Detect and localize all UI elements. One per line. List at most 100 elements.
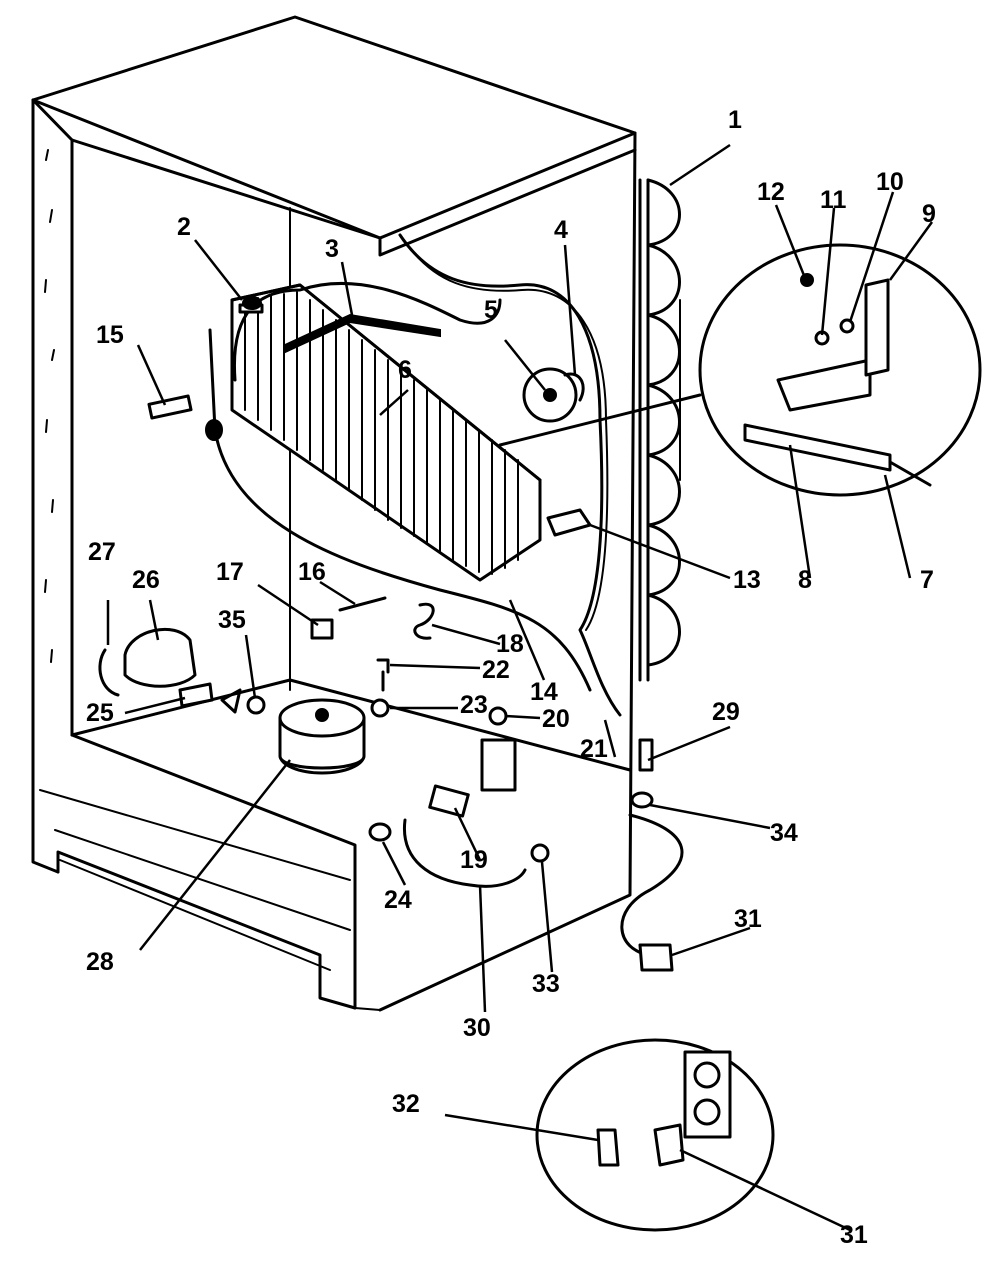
base-rail-3 (59, 859, 331, 971)
callout-8: 8 (798, 566, 812, 594)
callout-35: 35 (218, 606, 246, 634)
cabinet-back-top (378, 148, 637, 257)
condenser-tube (638, 178, 650, 682)
cord-clamp-icon (638, 738, 654, 772)
cabinet-top (31, 15, 637, 240)
receptacle-bottom (693, 1098, 721, 1126)
callout-28: 28 (86, 948, 114, 976)
compartment-front (70, 733, 357, 1010)
callout-29: 29 (712, 698, 740, 726)
overload-icon (220, 688, 242, 714)
callout-31-inset: 31 (840, 1221, 868, 1249)
callout-5: 5 (484, 296, 498, 324)
callout-10: 10 (876, 168, 904, 196)
plug-icon (653, 1123, 685, 1167)
callout-9: 9 (922, 200, 936, 228)
cord-clip-icon (630, 791, 654, 809)
pin-icon (888, 460, 932, 487)
inset-pointer (498, 393, 702, 447)
capacitor-icon (428, 784, 470, 818)
cabinet-inner-top (31, 98, 382, 240)
callout-21: 21 (580, 735, 608, 763)
fan-motor-hub (543, 388, 557, 402)
evaporator-assembly (205, 233, 622, 717)
callout-26: 26 (132, 566, 160, 594)
clamp-icon (98, 648, 120, 697)
callout-32: 32 (392, 1090, 420, 1118)
base-corner (354, 1007, 381, 1011)
accumulator (284, 313, 441, 354)
nut-10-icon (839, 318, 855, 334)
callout-18: 18 (496, 630, 524, 658)
cabinet (31, 15, 681, 1012)
callout-23: 23 (460, 691, 488, 719)
l-bracket-upright (864, 278, 890, 377)
leader-lines (106, 143, 934, 1232)
callout-3: 3 (325, 235, 339, 263)
power-cord (620, 813, 684, 957)
callout-33: 33 (532, 970, 560, 998)
wall-texture (44, 149, 55, 663)
plug-icon (638, 943, 674, 972)
receptacle-top (693, 1061, 721, 1089)
washer-24-icon (368, 822, 392, 842)
callout-25: 25 (86, 699, 114, 727)
fan-bracket (563, 372, 585, 402)
ground-adapter-icon (596, 1128, 620, 1167)
callout-27: 27 (88, 538, 116, 566)
callout-22: 22 (482, 656, 510, 684)
bolt-icon (376, 658, 390, 692)
inset-bracket-detail (498, 243, 982, 497)
drain-plug (205, 419, 223, 441)
callout-2: 2 (177, 213, 191, 241)
callout-14: 14 (530, 678, 558, 706)
cabinet-left-edge (31, 98, 60, 874)
callout-11: 11 (820, 186, 847, 214)
inset-circle (535, 1038, 775, 1232)
callout-24: 24 (384, 886, 412, 914)
clip-head (242, 296, 262, 310)
compartment-floor (70, 678, 632, 772)
power-wire (402, 818, 527, 888)
callout-30: 30 (463, 1014, 491, 1042)
drain-tube (208, 328, 217, 432)
wire-harness-inner (403, 239, 609, 631)
inset-outlet-detail (535, 1038, 775, 1232)
wire-harness (398, 233, 622, 717)
cabinet-right-edge (378, 131, 637, 1012)
relay-icon (178, 682, 214, 708)
grommet-icon (488, 706, 508, 726)
evaporator-top-edge (230, 283, 542, 482)
l-bracket-icon (776, 358, 872, 412)
bracket-icon (546, 508, 592, 537)
screw-33-icon (530, 843, 550, 863)
callout-19: 19 (460, 846, 488, 874)
callout-7: 7 (920, 566, 934, 594)
rail-icon (743, 423, 892, 472)
base-rail-1 (39, 789, 351, 881)
callout-16: 16 (298, 558, 326, 586)
mounting-bracket-icon (480, 738, 517, 792)
condenser-coil (646, 178, 681, 667)
evaporator-fins (244, 291, 519, 575)
callout-1: 1 (728, 106, 742, 134)
callout-34: 34 (770, 819, 798, 847)
base-front (56, 850, 357, 1010)
compressor-port (315, 708, 329, 722)
screw-16-icon (338, 596, 387, 612)
callout-4: 4 (554, 216, 568, 244)
callout-15: 15 (96, 321, 124, 349)
callout-12: 12 (757, 178, 785, 206)
washer-23-icon (370, 698, 390, 718)
terminal-block-icon (147, 394, 193, 420)
callout-20: 20 (542, 705, 570, 733)
callout-17: 17 (216, 558, 244, 586)
grommet-35-icon (246, 695, 266, 715)
suction-line (213, 428, 592, 692)
callout-6: 6 (398, 356, 412, 384)
spring-clip-icon (413, 602, 435, 640)
callout-13: 13 (733, 566, 761, 594)
inset-circle (698, 243, 982, 497)
